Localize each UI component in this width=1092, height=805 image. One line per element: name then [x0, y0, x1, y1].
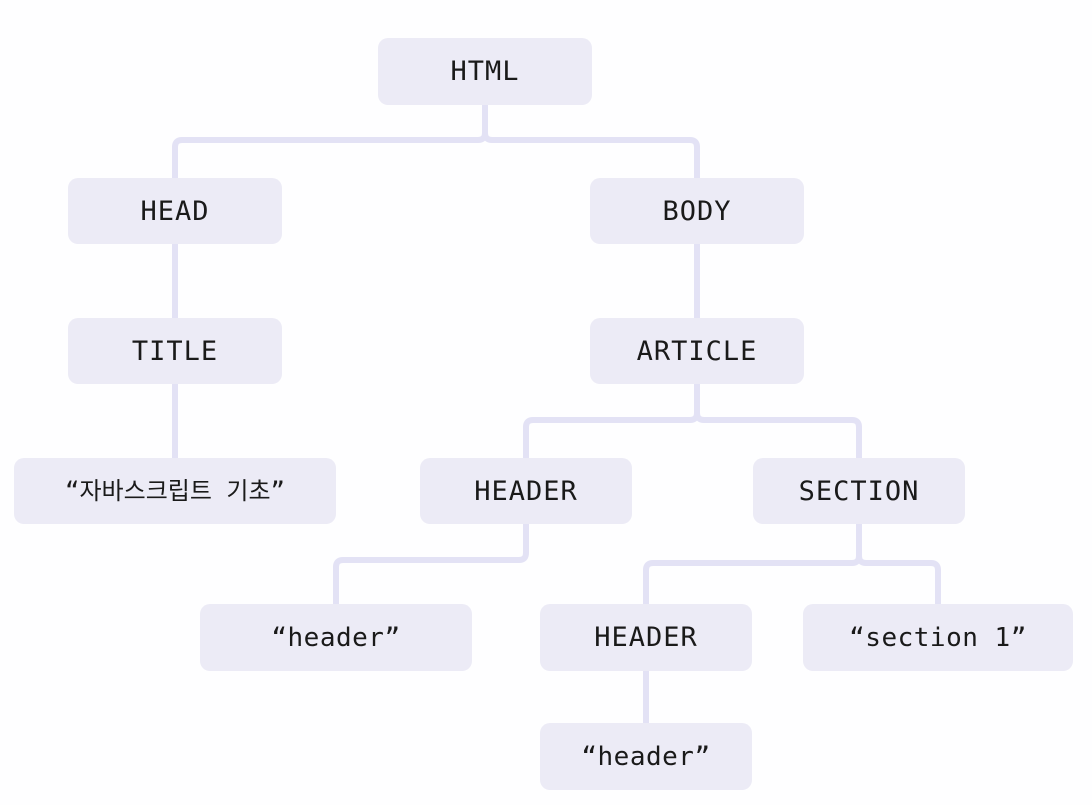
node-titletext[interactable]: “자바스크립트 기초”: [14, 458, 336, 524]
node-label-headertext1: “header”: [271, 622, 401, 653]
node-headertext1[interactable]: “header”: [200, 604, 472, 671]
node-label-body: BODY: [662, 195, 732, 227]
node-label-header1: HEADER: [474, 475, 578, 507]
node-header2[interactable]: HEADER: [540, 604, 752, 671]
node-label-html: HTML: [450, 56, 520, 87]
node-label-headertext2: “header”: [581, 741, 711, 772]
node-title[interactable]: TITLE: [68, 318, 282, 384]
edge-html-to-body: [482, 102, 700, 181]
node-label-header2: HEADER: [594, 622, 698, 653]
edge-section-to-header2: [643, 521, 862, 607]
node-header1[interactable]: HEADER: [420, 458, 632, 524]
edge-article-to-section: [694, 381, 862, 461]
node-label-sectiontext: “section 1”: [849, 622, 1027, 653]
node-head[interactable]: HEAD: [68, 178, 282, 244]
node-label-section: SECTION: [798, 475, 920, 507]
edge-html-to-head: [172, 102, 488, 181]
node-sectiontext[interactable]: “section 1”: [803, 604, 1073, 671]
node-section[interactable]: SECTION: [753, 458, 965, 524]
node-body[interactable]: BODY: [590, 178, 804, 244]
node-label-article: ARTICLE: [636, 335, 758, 367]
node-label-head: HEAD: [140, 195, 210, 227]
node-label-titletext: “자바스크립트 기초”: [65, 477, 285, 505]
edge-section-to-sectiontext: [856, 521, 941, 607]
edge-header1-to-headertext1: [333, 521, 529, 607]
node-html[interactable]: HTML: [378, 38, 592, 105]
node-headertext2[interactable]: “header”: [540, 723, 752, 790]
node-label-title: TITLE: [131, 335, 219, 367]
node-article[interactable]: ARTICLE: [590, 318, 804, 384]
edge-article-to-header1: [523, 381, 700, 461]
